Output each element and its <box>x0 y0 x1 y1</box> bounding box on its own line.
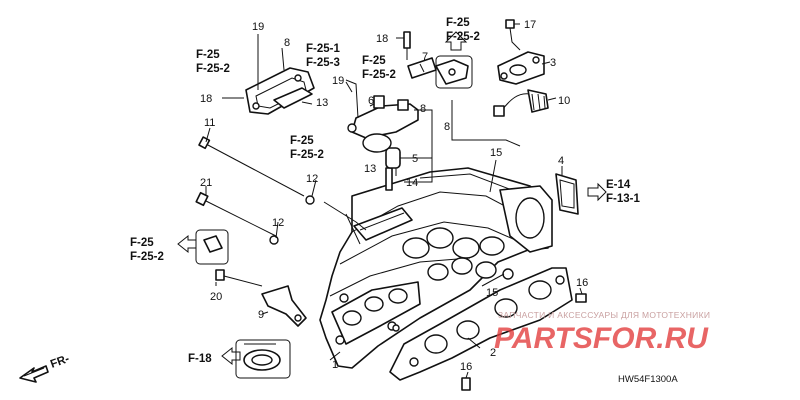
label-19b: 19 <box>332 75 344 87</box>
leader-lines <box>205 23 583 379</box>
label-12b: 12 <box>272 217 284 229</box>
label-11: 11 <box>204 117 215 129</box>
label-3: 3 <box>550 57 556 69</box>
label-20: 20 <box>210 291 222 303</box>
reference-codes: F-25 F-25-2 F-25-1 F-25-3 F-25 F-25-2 F-… <box>130 17 640 365</box>
label-19a: 19 <box>252 21 264 33</box>
ref-tl-1: F-25 <box>196 49 220 61</box>
label-14: 14 <box>406 177 418 189</box>
bracket-9 <box>261 285 307 327</box>
label-6: 6 <box>368 95 374 107</box>
front-label: FR- <box>49 353 71 371</box>
part-numbers: 19 8 18 13 18 7 19 6 8 8 5 13 14 17 3 10… <box>200 19 588 373</box>
ref-right-1: E-14 <box>606 179 631 191</box>
label-17: 17 <box>524 19 536 31</box>
label-13b: 13 <box>364 163 376 175</box>
label-16a: 16 <box>576 277 588 289</box>
label-18b: 18 <box>376 33 388 45</box>
manifold-gasket <box>389 267 573 381</box>
label-12a: 12 <box>306 173 318 185</box>
part-10-sensor <box>493 89 549 117</box>
ref-right-2: F-13-1 <box>606 193 640 205</box>
label-13a: 13 <box>316 97 328 109</box>
ref-tc-1: F-25-1 <box>306 43 340 55</box>
label-4: 4 <box>558 155 564 167</box>
label-1: 1 <box>332 359 338 371</box>
part-8-cover <box>245 67 315 115</box>
watermark-brand: PARTSFOR.RU <box>494 322 709 355</box>
label-7: 7 <box>422 51 428 63</box>
label-16b: 16 <box>460 361 472 373</box>
intake-manifold <box>319 167 553 369</box>
watermark: ЗАПЧАСТИ И АКСЕССУАРЫ ДЛЯ МОТОТЕХНИКИ PA… <box>494 310 710 355</box>
watermark-caption: ЗАПЧАСТИ И АКСЕССУАРЫ ДЛЯ МОТОТЕХНИКИ <box>498 310 710 320</box>
ref-ml-2: F-25-2 <box>290 149 324 161</box>
ref-left-1: F-25 <box>130 237 154 249</box>
label-15a: 15 <box>490 147 502 159</box>
ref-left-2: F-25-2 <box>130 251 164 263</box>
label-5: 5 <box>412 153 418 165</box>
diagram-code: HW54F1300A <box>618 374 678 385</box>
ref-top-1: F-25 <box>446 17 470 29</box>
f18-clamp <box>243 343 281 371</box>
label-18a: 18 <box>200 93 212 105</box>
clip-left <box>203 235 223 253</box>
ref-c-2: F-25-2 <box>362 69 396 81</box>
direction-arrows <box>177 31 607 379</box>
ref-c-1: F-25 <box>362 55 386 67</box>
label-8b: 8 <box>420 103 426 115</box>
ref-bottom: F-18 <box>188 353 212 365</box>
label-2: 2 <box>490 347 496 359</box>
ref-ml-1: F-25 <box>290 135 314 147</box>
label-9: 9 <box>258 309 264 321</box>
ref-tc-2: F-25-3 <box>306 57 340 69</box>
ref-tl-2: F-25-2 <box>196 63 230 75</box>
part-3-plate <box>497 51 545 85</box>
label-21: 21 <box>200 177 212 189</box>
injector-assembly <box>347 31 469 191</box>
ref-top-2: F-25-2 <box>446 31 480 43</box>
part-4-gasket <box>555 173 579 215</box>
label-8c: 8 <box>444 121 450 133</box>
label-8a: 8 <box>284 37 290 49</box>
label-15b: 15 <box>486 287 498 299</box>
front-arrow <box>19 365 49 383</box>
bolt-20 <box>215 269 263 287</box>
label-10: 10 <box>558 95 570 107</box>
